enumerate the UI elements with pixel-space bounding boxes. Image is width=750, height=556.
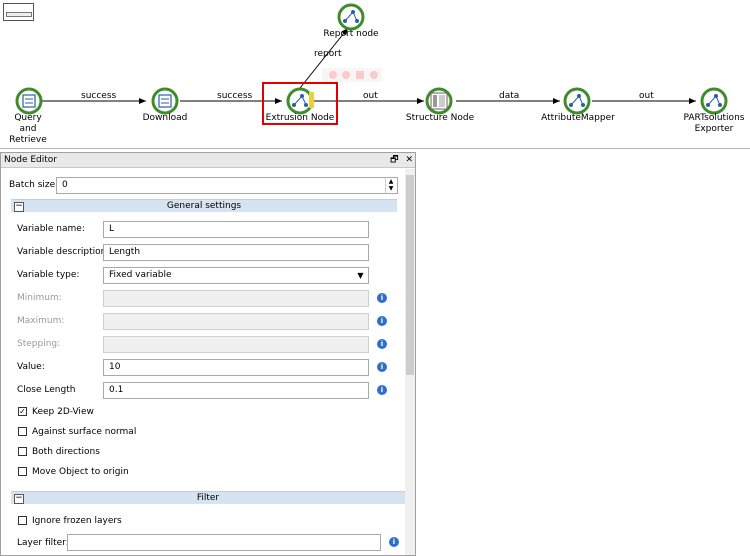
edge-label-success-1: success [81, 91, 117, 101]
general-settings-section[interactable]: − General settings [11, 199, 397, 212]
both-directions-checkbox[interactable] [18, 447, 27, 456]
workflow-canvas[interactable]: success success out data out report Quer… [0, 0, 750, 149]
node-label-attributemapper[interactable]: AttributeMapper [541, 113, 615, 123]
variable-name-input[interactable]: L [103, 221, 369, 238]
node-label-query[interactable]: Query and Retrieve [9, 113, 47, 145]
maximum-input [103, 313, 369, 330]
variable-type-label: Variable type: [17, 270, 80, 280]
variable-type-select[interactable]: Fixed variable ▼ [103, 267, 369, 284]
keep-2d-view-checkbox[interactable]: ✓ [18, 407, 27, 416]
info-icon-stepping[interactable]: i [377, 339, 387, 349]
node-download-icon [151, 87, 179, 115]
scrollbar-thumb[interactable] [406, 175, 414, 375]
minimum-label: Minimum: [17, 293, 62, 303]
info-icon-minimum[interactable]: i [377, 293, 387, 303]
against-surface-normal-checkbox[interactable] [18, 427, 27, 436]
edge-label-success-2: success [217, 91, 253, 101]
info-icon-maximum[interactable]: i [377, 316, 387, 326]
stepping-label: Stepping: [17, 339, 61, 349]
close-length-input[interactable]: 0.1 [103, 382, 369, 399]
close-icon[interactable]: ✕ [405, 155, 413, 165]
info-icon-close-length[interactable]: i [377, 385, 387, 395]
stepping-input [103, 336, 369, 353]
ignore-frozen-layers-label: Ignore frozen layers [32, 516, 122, 526]
keep-2d-view-label: Keep 2D-View [32, 407, 94, 417]
node-editor-panel: Node Editor 🗗 ✕ Batch size: 0 ▲▼ − Gener… [0, 152, 416, 556]
node-query-icon [15, 87, 43, 115]
node-editor-titlebar: Node Editor 🗗 ✕ [1, 153, 415, 168]
edge-label-out-2: out [639, 91, 654, 101]
filter-title: Filter [196, 493, 220, 503]
layer-filter-input[interactable] [67, 534, 381, 551]
against-surface-normal-label: Against surface normal [32, 427, 137, 437]
move-object-checkbox[interactable] [18, 467, 27, 476]
node-editor-title: Node Editor [4, 155, 57, 165]
layer-filter-label: Layer filter: [17, 538, 69, 548]
close-length-label: Close Length [17, 385, 76, 395]
edge-label-out-1: out [363, 91, 378, 101]
node-exporter-icon [700, 87, 728, 115]
node-label-extrusion[interactable]: Extrusion Node [265, 113, 335, 123]
node-structure-icon [425, 87, 453, 115]
node-label-report[interactable]: Report node [323, 29, 379, 39]
batch-size-value: 0 [62, 180, 68, 190]
node-label-exporter[interactable]: PARTsolutions Exporter [683, 113, 745, 134]
both-directions-label: Both directions [32, 447, 100, 457]
edge-label-report: report [314, 49, 342, 59]
move-object-label: Move Object to origin [32, 467, 129, 477]
filter-section[interactable]: − Filter [11, 491, 405, 504]
edge-report [299, 27, 349, 89]
edge-label-data: data [499, 91, 520, 101]
value-label: Value: [17, 362, 45, 372]
collapse-icon[interactable]: − [14, 493, 24, 504]
workflow-graph [15, 3, 728, 115]
node-label-download[interactable]: Download [142, 113, 188, 123]
spinner-arrows-icon[interactable]: ▲▼ [385, 178, 396, 193]
info-icon-value[interactable]: i [377, 362, 387, 372]
maximum-label: Maximum: [17, 316, 65, 326]
minimap[interactable] [3, 3, 34, 21]
selected-node-highlight [262, 82, 338, 125]
node-label-structure[interactable]: Structure Node [405, 113, 475, 123]
node-report-icon [337, 3, 365, 31]
restore-icon[interactable]: 🗗 [390, 155, 399, 165]
variable-description-label: Variable description: [17, 247, 110, 257]
editor-scrollbar[interactable] [405, 169, 415, 555]
variable-name-label: Variable name: [17, 224, 85, 234]
info-icon-layer-filter[interactable]: i [389, 537, 399, 547]
minimum-input [103, 290, 369, 307]
node-extrusion-icon [286, 87, 314, 115]
batch-size-label: Batch size: [9, 180, 59, 190]
batch-size-input[interactable]: 0 ▲▼ [56, 177, 398, 194]
chevron-down-icon[interactable]: ▼ [357, 271, 364, 280]
variable-type-value: Fixed variable [109, 270, 172, 280]
value-input[interactable]: 10 [103, 359, 369, 376]
general-settings-title: General settings [166, 201, 242, 211]
node-toolbar-ghost [322, 68, 382, 82]
node-attributemapper-icon [563, 87, 591, 115]
ignore-frozen-layers-checkbox[interactable] [18, 516, 27, 525]
variable-description-input[interactable]: Length [103, 244, 369, 261]
collapse-icon[interactable]: − [14, 201, 24, 212]
